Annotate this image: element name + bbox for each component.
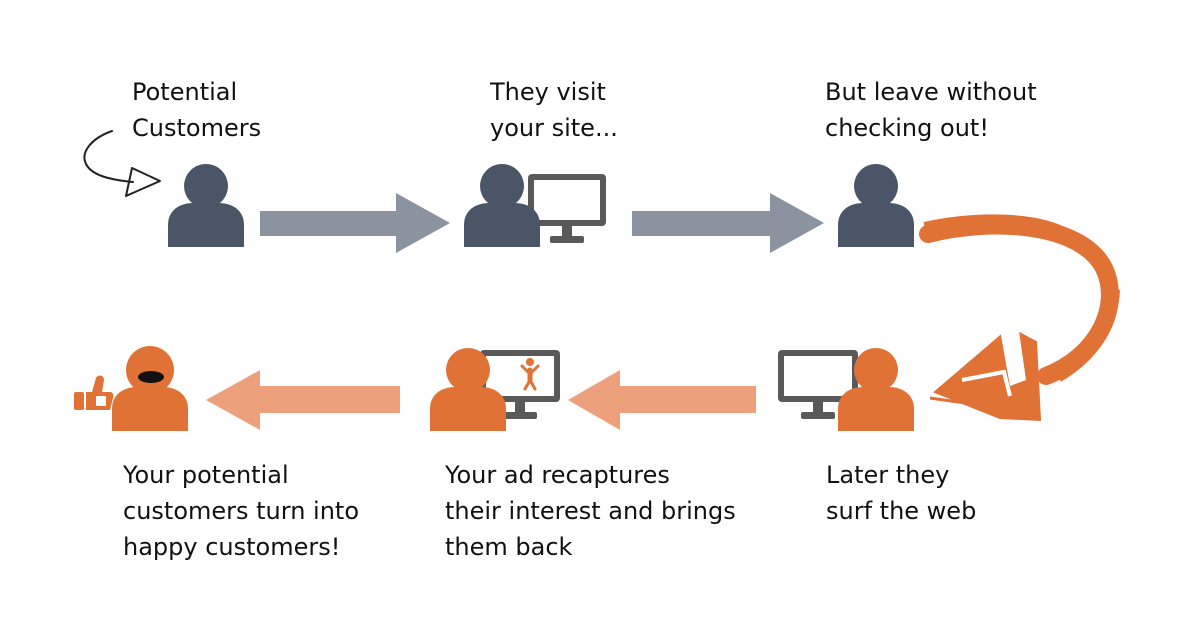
monitor-icon: [480, 350, 560, 419]
label-line: happy customers!: [123, 533, 341, 561]
person-icon: [838, 348, 914, 431]
label-line: your site...: [490, 114, 618, 142]
label-line: Customers: [132, 114, 262, 142]
brush-stroke-curved-arrow-icon: [919, 214, 1120, 422]
step-label-visit-site: They visit your site...: [490, 74, 618, 146]
smile-mouth: [138, 371, 164, 383]
thumbs-up-icon: [74, 375, 114, 410]
hand-drawn-curved-arrow-icon: [83, 130, 161, 197]
monitor-icon: [778, 350, 858, 419]
label-line: But leave without: [825, 78, 1037, 106]
label-line: Your ad recaptures: [445, 461, 670, 489]
label-line: their interest and brings: [445, 497, 736, 525]
label-line: surf the web: [826, 497, 977, 525]
label-line: checking out!: [825, 114, 989, 142]
label-line: Your potential: [123, 461, 289, 489]
step-label-surf-web: Later they surf the web: [826, 457, 976, 529]
step-label-potential-customers: Potential Customers: [132, 74, 261, 146]
person-icon: [430, 348, 506, 431]
label-line: Later they: [826, 461, 950, 489]
person-icon: [838, 164, 914, 247]
flow-arrow-4: [206, 370, 400, 430]
label-line: customers turn into: [123, 497, 360, 525]
person-icon: [168, 164, 244, 247]
person-icon: [112, 346, 188, 431]
flow-arrow-1: [260, 193, 450, 253]
flow-arrow-3: [568, 370, 756, 430]
label-line: Potential: [132, 78, 238, 106]
step-label-leave: But leave without checking out!: [825, 74, 1037, 146]
step-label-happy-customers: Your potential customers turn into happy…: [123, 457, 359, 565]
flow-arrow-2: [632, 193, 824, 253]
cheering-figure-icon: [520, 358, 540, 391]
label-line: them back: [445, 533, 573, 561]
monitor-icon: [528, 174, 606, 243]
label-line: They visit: [490, 78, 606, 106]
person-icon: [464, 164, 540, 247]
step-label-ad-recaptures: Your ad recaptures their interest and br…: [445, 457, 736, 565]
